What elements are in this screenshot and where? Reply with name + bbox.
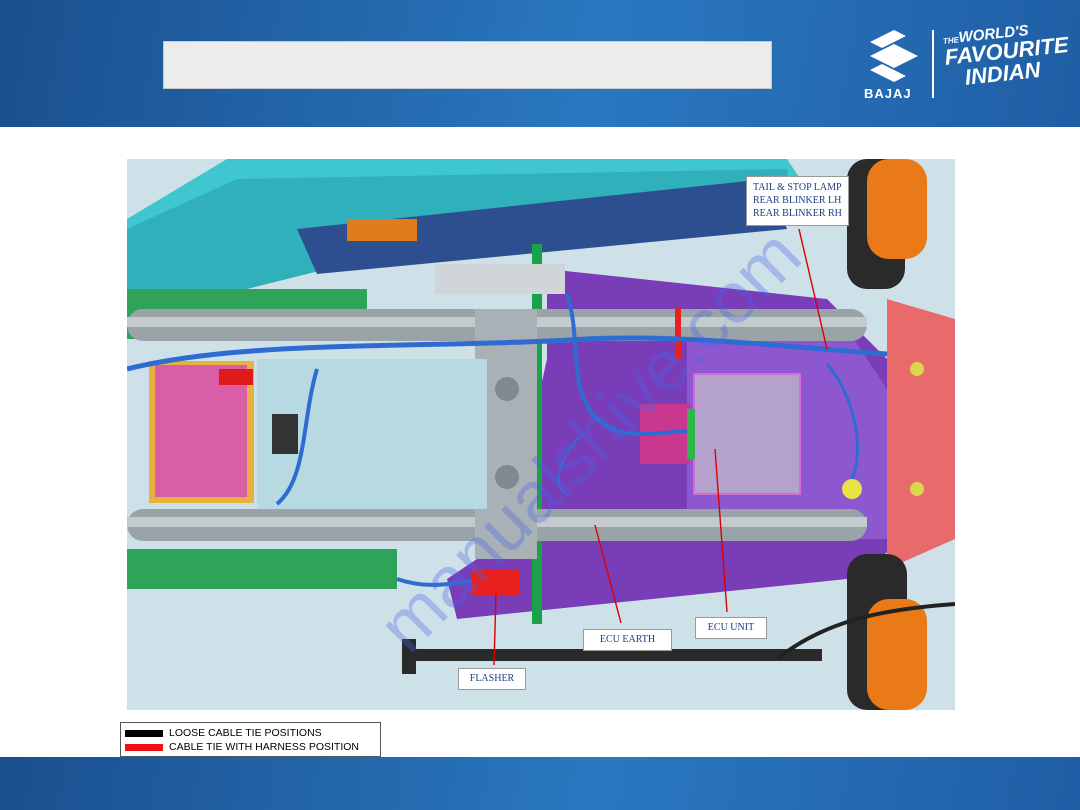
bajaj-logo: BAJAJ THEWORLD'S FAVOURITE INDIAN xyxy=(860,22,1070,101)
legend-label-loose: LOOSE CABLE TIE POSITIONS xyxy=(169,727,322,739)
legend-swatch-red xyxy=(125,744,163,751)
header-banner: BAJAJ THEWORLD'S FAVOURITE INDIAN xyxy=(0,0,1080,127)
slide-title-box xyxy=(163,41,772,89)
legend-label-harness: CABLE TIE WITH HARNESS POSITION xyxy=(169,741,360,753)
logo-divider xyxy=(932,30,934,98)
callout-tail-lamp: TAIL & STOP LAMP REAR BLINKER LH REAR BL… xyxy=(746,176,849,226)
callout-flasher: FLASHER xyxy=(458,668,526,690)
wiring-harness-diagram: TAIL & STOP LAMP REAR BLINKER LH REAR BL… xyxy=(127,159,955,710)
brand-tagline: THEWORLD'S FAVOURITE INDIAN xyxy=(942,19,1070,90)
brand-name: BAJAJ xyxy=(864,86,912,101)
footer-banner xyxy=(0,757,1080,810)
callout-ecu-earth: ECU EARTH xyxy=(583,629,672,651)
bajaj-emblem-icon xyxy=(870,30,918,82)
callout-tail-line-2: REAR BLINKER LH xyxy=(753,195,842,206)
callout-tail-line-1: TAIL & STOP LAMP xyxy=(753,182,842,193)
callout-tail-line-3: REAR BLINKER RH xyxy=(753,208,842,219)
callout-ecu-unit: ECU UNIT xyxy=(695,617,767,639)
chassis-illustration xyxy=(127,159,955,710)
cable-tie-legend: LOOSE CABLE TIE POSITIONS CABLE TIE WITH… xyxy=(120,722,381,757)
legend-swatch-black xyxy=(125,730,163,737)
